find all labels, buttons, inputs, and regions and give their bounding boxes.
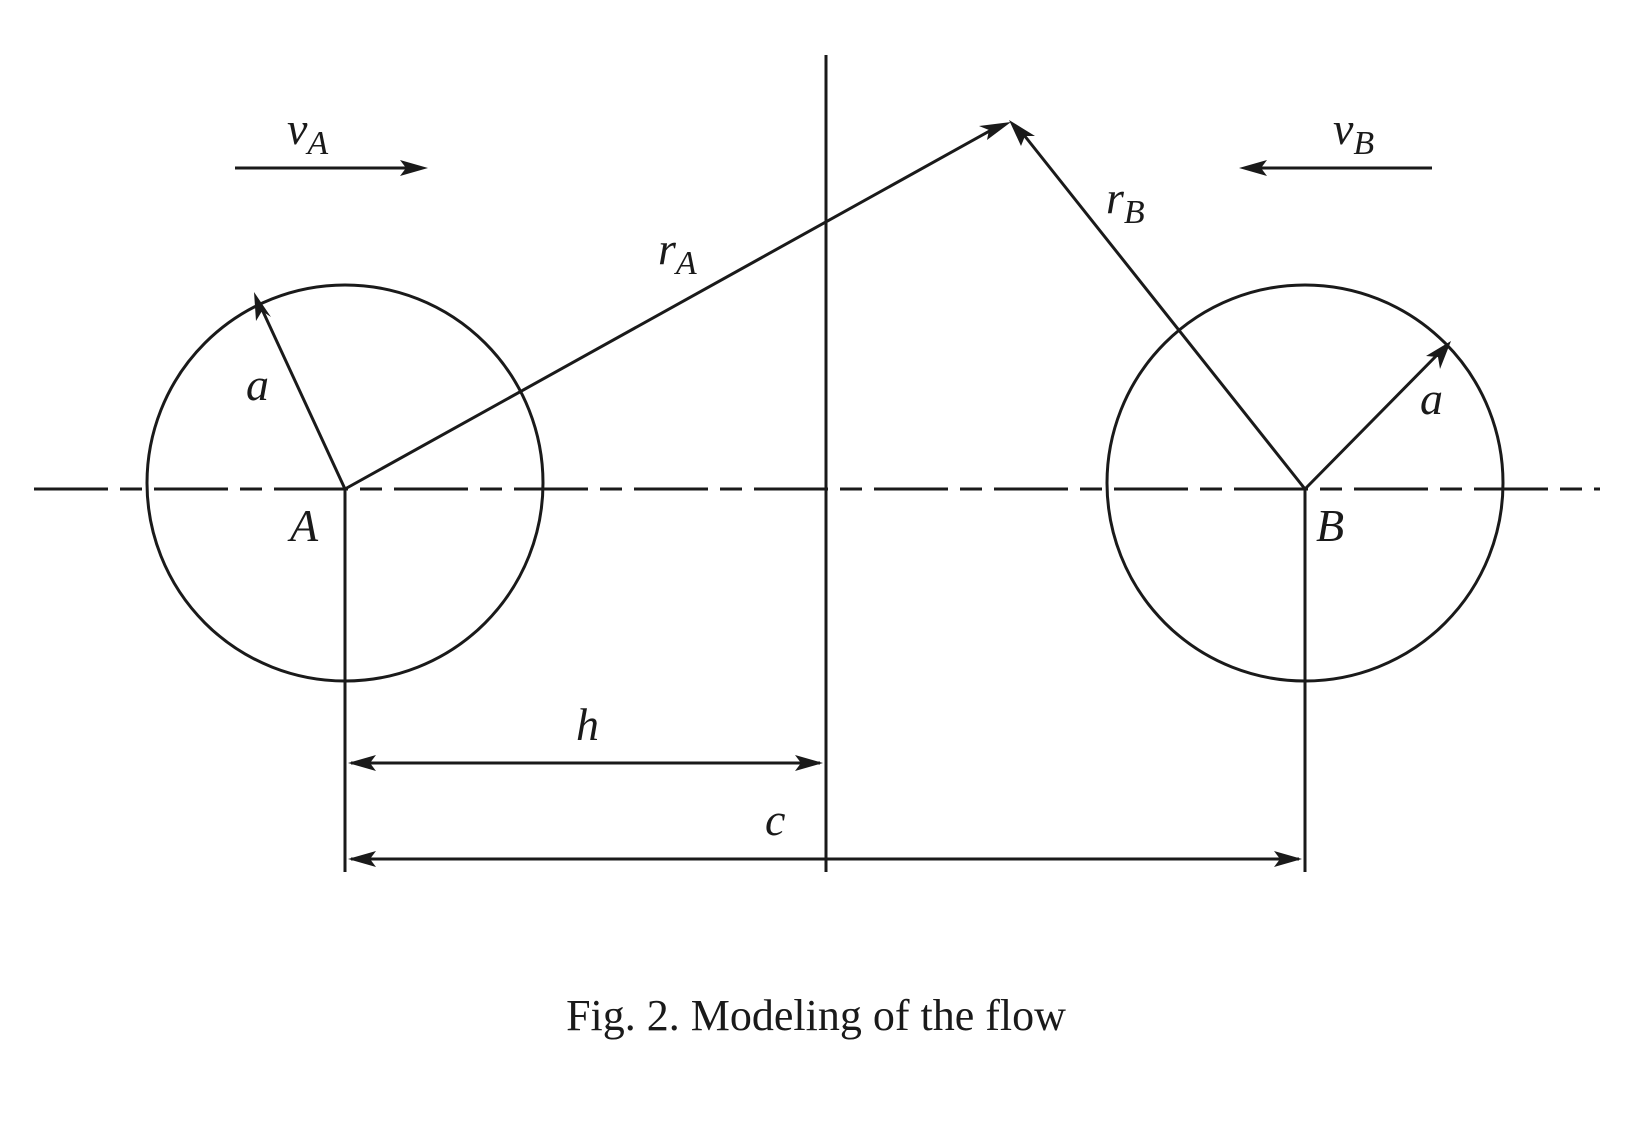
label-dimension-c: c [765, 794, 785, 845]
velocity-arrow-a-head [400, 160, 428, 176]
velocity-arrow-b-head [1239, 160, 1267, 176]
dimension-h-right-head [795, 755, 823, 771]
radius-vector-b-head [1009, 120, 1035, 146]
label-center-b: B [1316, 500, 1344, 551]
figure-caption: Fig. 2. Modeling of the flow [566, 991, 1066, 1040]
dimension-h-left-head [348, 755, 376, 771]
radius-arrow-b-head [1426, 341, 1451, 369]
radius-vector-a [344, 126, 996, 491]
radius-arrow-a [258, 304, 347, 490]
radius-arrow-a-head [254, 292, 271, 321]
label-velocity-b: vB [1333, 103, 1374, 162]
label-velocity-a: vA [287, 103, 328, 162]
label-center-a: A [287, 500, 319, 551]
dimension-c-left-head [348, 851, 376, 867]
radius-vector-b [1018, 129, 1307, 490]
dimension-c-right-head [1274, 851, 1302, 867]
label-radius-vector-b: rB [1106, 172, 1145, 231]
radius-vector-a-head [979, 122, 1011, 140]
label-radius-b: a [1420, 373, 1443, 424]
radius-arrow-b [1303, 349, 1443, 491]
label-dimension-h: h [576, 699, 599, 750]
label-radius-a: a [246, 359, 269, 410]
label-radius-vector-a: rA [658, 223, 697, 282]
